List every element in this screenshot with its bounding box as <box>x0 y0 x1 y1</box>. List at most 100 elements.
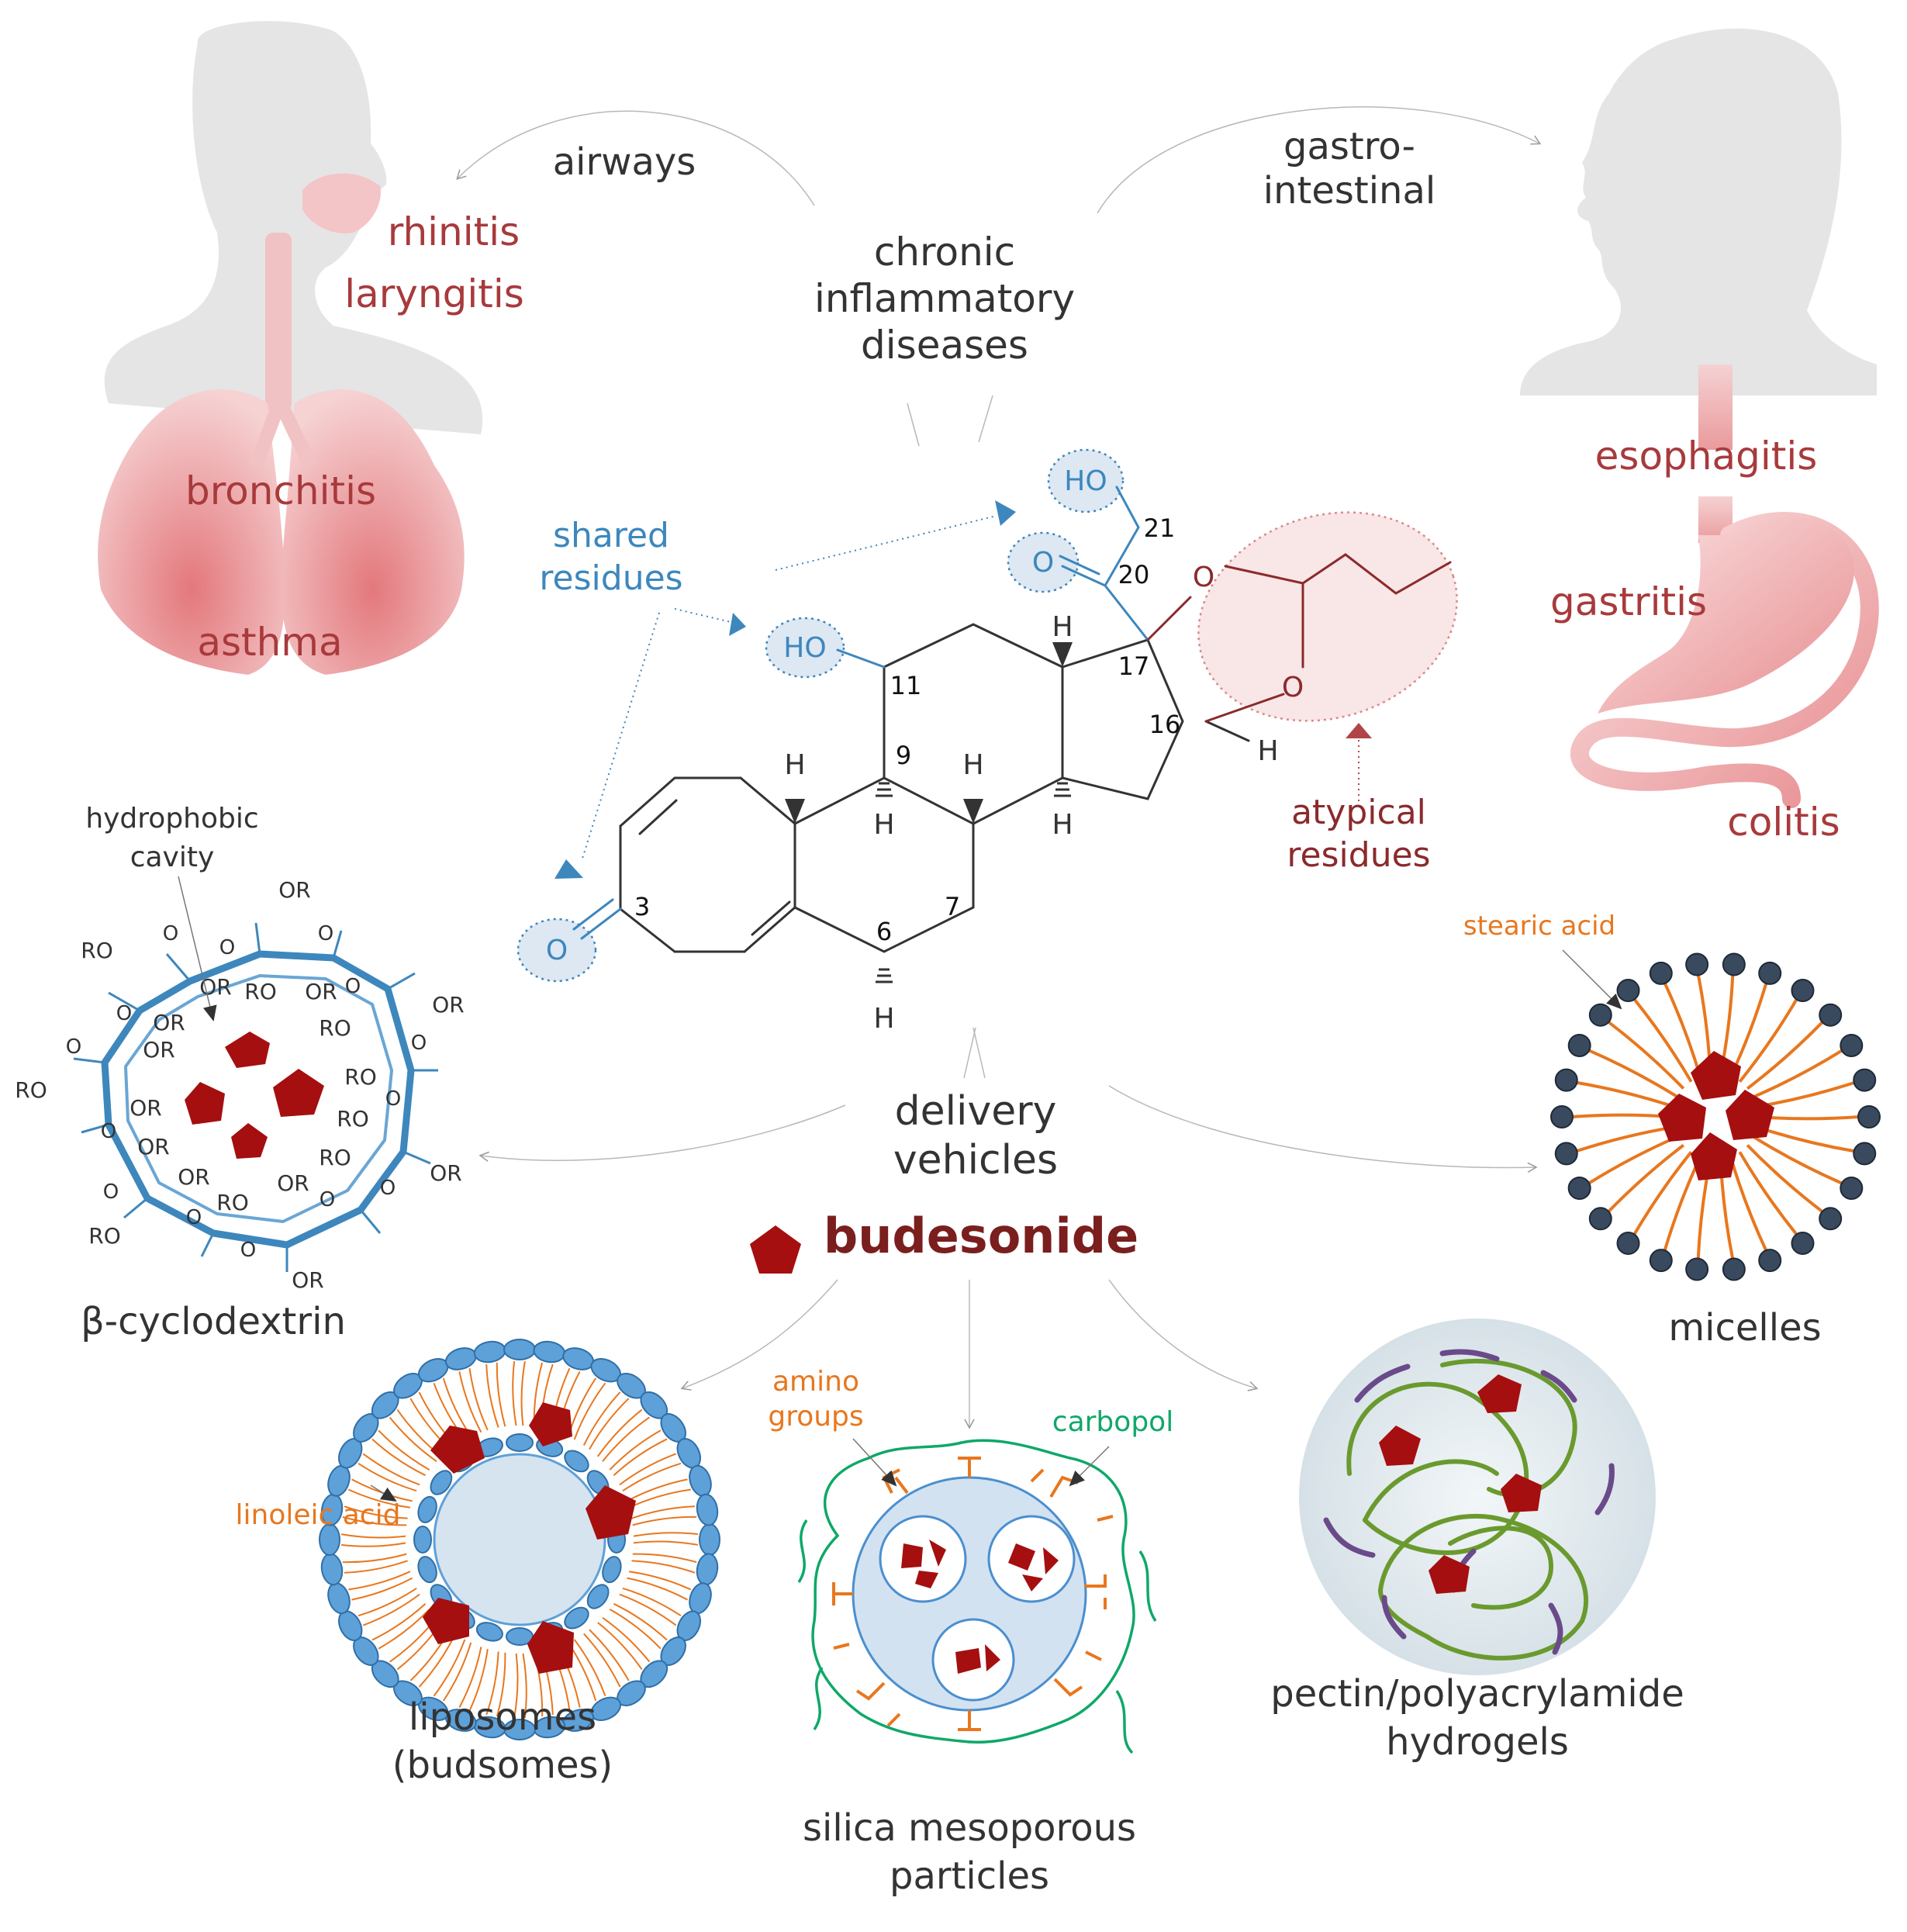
atom-ho-11: HO <box>783 632 826 664</box>
liposome-drugs <box>423 1402 636 1674</box>
micelles-label: micelles <box>1668 1306 1821 1350</box>
micelle-head <box>1722 952 1746 976</box>
liposome-tail <box>573 1639 606 1697</box>
micelle-illustration: stearic acid <box>1463 911 1881 1281</box>
liposome-tail <box>389 1416 437 1463</box>
liposome-tail <box>378 1609 430 1650</box>
liposome-tail <box>633 1540 699 1546</box>
liposome-tail <box>582 1391 621 1446</box>
liposome-tail <box>589 1629 630 1681</box>
disease-laryngitis: laryngitis <box>344 271 524 316</box>
atom-h-c14: H <box>1052 809 1073 841</box>
atom-h-c13: H <box>1052 611 1073 643</box>
liposome-tail <box>622 1462 682 1492</box>
micelle-tail <box>1607 1143 1685 1214</box>
cavity-label-line-2: cavity <box>130 842 215 873</box>
liposome-inner-head <box>430 1470 453 1495</box>
liposome-tail <box>342 1553 407 1564</box>
micelle-head <box>1554 1068 1578 1092</box>
liposome-tail <box>522 1653 527 1719</box>
liposome-tail <box>340 1533 406 1539</box>
cd-ro-3: RO <box>319 1015 351 1041</box>
liposome-inner-head <box>586 1584 610 1609</box>
liposome-tail <box>344 1560 408 1574</box>
liposome-inner-head <box>564 1606 589 1630</box>
liposome-tail <box>468 1368 489 1431</box>
cd-o-14: O <box>116 1002 132 1025</box>
micelle-tail <box>1587 1135 1679 1185</box>
cyclodextrin-label: β-cyclodextrin <box>81 1300 346 1343</box>
liposome-tail <box>628 1571 692 1591</box>
route-label-gi-line-1: gastro- <box>1283 125 1415 168</box>
cd-o-2: O <box>219 936 235 959</box>
liposome-tail <box>344 1505 408 1519</box>
liposome-tail <box>622 1587 682 1617</box>
cd-o-9: O <box>240 1239 256 1262</box>
micelle-head <box>1685 952 1709 976</box>
liposome-tail <box>347 1488 411 1509</box>
liposome-inner-head <box>564 1450 589 1473</box>
liposome-tail <box>433 1639 466 1697</box>
hydrogel-label-line-2: hydrogels <box>1386 1720 1569 1764</box>
cd-o-3: O <box>318 922 333 945</box>
micelle-tail <box>1587 1049 1679 1099</box>
atom-h-c8: H <box>962 749 983 781</box>
liposome-tail <box>613 1602 668 1641</box>
liposome-tail <box>378 1429 430 1471</box>
cd-o-5: O <box>411 1032 427 1055</box>
micelle-head <box>1722 1257 1746 1281</box>
cd-o-11: O <box>103 1180 119 1204</box>
micelle-tail-label: stearic acid <box>1463 911 1615 942</box>
liposome-illustration <box>319 1339 720 1740</box>
hydrogel-illustration <box>1299 1319 1656 1675</box>
center-title: chronic inflammatory diseases <box>814 230 1075 368</box>
cd-ro-9: RO <box>88 1223 121 1249</box>
locant-11: 11 <box>890 671 922 700</box>
micelle-head <box>1567 1033 1591 1057</box>
liposome-head <box>696 1493 719 1526</box>
cd-or-8: OR <box>137 1134 170 1160</box>
cd-or-1: OR <box>278 877 311 903</box>
locant-20: 20 <box>1118 560 1150 589</box>
liposome-tail <box>632 1516 697 1526</box>
liposome-inner-head <box>417 1495 437 1523</box>
liposome-tail <box>597 1622 643 1671</box>
center-title-line-3: diseases <box>861 323 1028 368</box>
cd-or-12: OR <box>292 1267 324 1293</box>
micelle-tail <box>1607 1020 1685 1090</box>
micelle-head <box>1840 1033 1864 1057</box>
micelle-head <box>1791 979 1815 1003</box>
micelle-tail <box>1571 1113 1674 1118</box>
cyclodextrin-illustration: OR RO OR RO OR OR OR RO OR RO RO OR RO O… <box>15 803 465 1343</box>
micelle-head <box>1685 1257 1709 1281</box>
liposome-head <box>327 1582 351 1615</box>
cd-o-12: O <box>101 1120 116 1143</box>
gi-head-illustration <box>1520 28 1879 808</box>
disease-gastritis: gastritis <box>1550 579 1707 624</box>
micelle-head <box>1616 979 1640 1003</box>
liposome-tail <box>632 1553 697 1564</box>
amino-groups-line-1: amino <box>772 1366 859 1398</box>
liposome-head <box>699 1523 720 1556</box>
liposome-tail <box>627 1577 688 1601</box>
liposome-tail <box>631 1560 696 1574</box>
liposome-tail <box>619 1593 677 1626</box>
cd-ro-2: RO <box>244 979 277 1004</box>
liposome-head <box>503 1339 536 1360</box>
micelle-head <box>1758 961 1782 985</box>
liposome-tail <box>613 1438 668 1476</box>
locant-17: 17 <box>1118 651 1150 681</box>
micelle-head <box>1588 1003 1612 1027</box>
liposome-inner-head <box>506 1433 534 1452</box>
atom-o-acetal-2: O <box>1282 672 1304 703</box>
atom-o-20: O <box>1032 547 1054 579</box>
liposome-inner-head <box>417 1556 437 1584</box>
micelle-head <box>1616 1231 1640 1255</box>
liposome-tail <box>362 1593 420 1626</box>
liposome-tail <box>513 1653 519 1719</box>
micelle-tail <box>1575 1125 1674 1153</box>
liposome-head <box>696 1553 719 1586</box>
carbopol-label: carbopol <box>1052 1406 1173 1438</box>
liposome-tail <box>496 1362 506 1427</box>
